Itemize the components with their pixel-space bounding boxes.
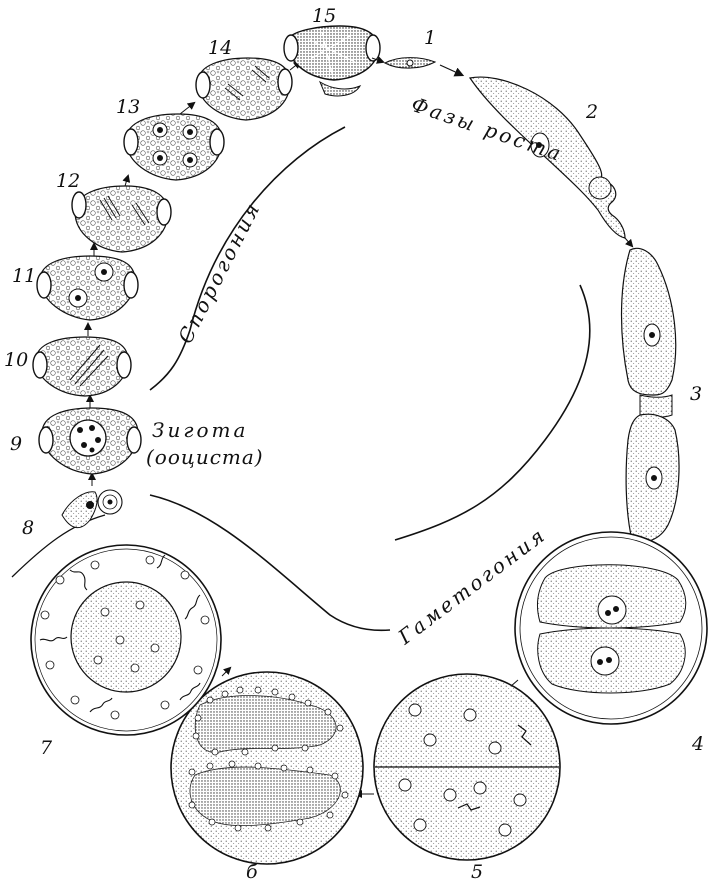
stage-number-12: 12 [56,170,80,192]
stage-11-oocyst [37,244,138,320]
stage-14-oocyst [196,58,300,120]
stage-number-10: 10 [4,349,28,371]
stage-10-oocyst [33,324,131,396]
stage-number-5: 5 [471,861,483,883]
stage-number-15: 15 [312,5,336,27]
stage-number-1: 1 [424,27,436,49]
stage-number-8: 8 [22,517,34,539]
stage-number-6: б [246,861,258,883]
stage-number-14: 14 [208,37,232,59]
stage-number-13: 13 [116,96,140,118]
stage-12-oocyst [72,176,171,252]
stage-4-cyst [503,532,707,724]
gametogony-curve [395,285,590,540]
stage-number-7: 7 [40,737,53,759]
stage-15-mature-oocyst [284,26,383,96]
stage-number-9: 9 [10,433,22,455]
stage-7-fertilization [31,545,221,735]
label-oocyst: (ооциста) [146,445,264,469]
stage-5-nuclear-division [356,674,560,860]
stage-number-2: 2 [585,101,598,123]
stage-1-sporozoite [385,58,462,75]
label-zygote: Зигота [152,418,248,442]
label-sporogony: Спорогония [173,197,265,347]
stage-number-11: 11 [12,265,36,287]
stage-3-syzygy [615,248,679,550]
stage-9-zygote [39,396,141,474]
stage-number-4: 4 [691,733,704,755]
stage-number-3: 3 [690,383,702,405]
